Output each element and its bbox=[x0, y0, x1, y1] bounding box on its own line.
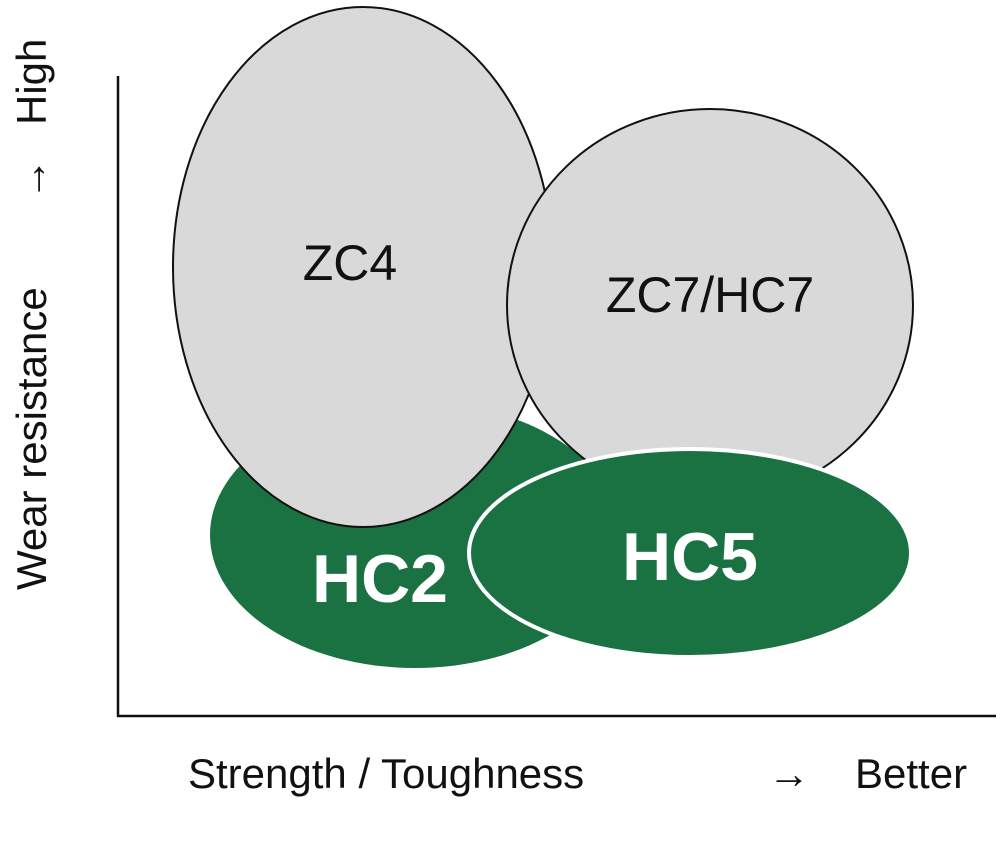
zc7-hc7-label: ZC7/HC7 bbox=[606, 267, 814, 323]
y-axis-end-label: High bbox=[8, 39, 55, 125]
x-axis-label: Strength / Toughness bbox=[188, 750, 584, 797]
y-axis-label: Wear resistance bbox=[8, 287, 55, 590]
x-axis-end-label: Better bbox=[855, 750, 967, 797]
x-axis-arrow: → bbox=[768, 750, 810, 797]
hc5-label: HC5 bbox=[622, 519, 758, 595]
hc5-ellipse bbox=[467, 447, 913, 659]
y-axis-arrow: → bbox=[8, 158, 55, 200]
hc2-label: HC2 bbox=[312, 541, 448, 617]
zc4-label: ZC4 bbox=[303, 235, 397, 291]
